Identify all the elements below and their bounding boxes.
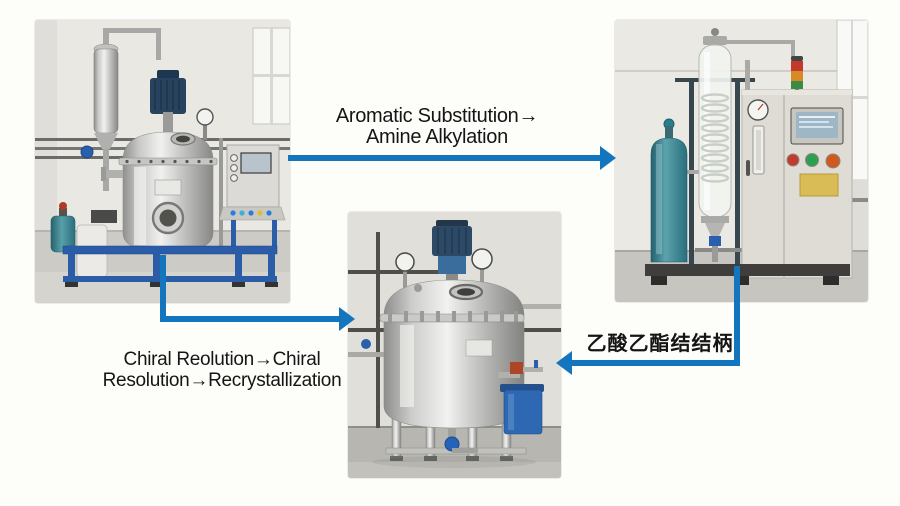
label-chiral-resolution: Chiral Reolution→Chiral Resolution→Recry… xyxy=(92,349,352,391)
arrowhead-left-icon xyxy=(556,351,572,375)
arrow-line xyxy=(734,266,740,366)
label-line-1: 乙酸乙酯结结柄 xyxy=(586,333,734,355)
photo-glass-column-unit xyxy=(615,20,868,302)
blue-valve xyxy=(361,339,371,349)
photo-reactor-skid xyxy=(35,20,290,303)
gas-cylinder xyxy=(650,118,688,263)
label-aromatic-substitution: Aromatic Substitution→ Amine Alkylation xyxy=(272,106,602,148)
nameplate xyxy=(154,179,182,196)
blue-valve xyxy=(80,145,94,159)
label-line-2: Resolution→Recrystallization xyxy=(102,370,342,391)
arrow-line xyxy=(160,255,166,322)
blue-pump-unit xyxy=(500,360,544,435)
orange-button xyxy=(825,153,841,169)
arrow-line xyxy=(288,155,601,161)
overhead-pipe xyxy=(719,40,795,44)
nameplate xyxy=(465,339,493,357)
label-ethyl-acetate: 乙酸乙酯结结柄 xyxy=(578,332,742,356)
arrowhead-right-icon xyxy=(339,307,355,331)
blue-skid-frame xyxy=(62,245,278,287)
agitator-motor xyxy=(432,220,472,284)
arrow-line xyxy=(160,316,340,322)
mixing-tank-illustration xyxy=(348,212,561,478)
arrow-line xyxy=(572,360,740,366)
reactor-vessel xyxy=(101,131,223,253)
photo-mixing-tank xyxy=(348,212,561,478)
glass-coil-column xyxy=(698,28,732,262)
label-line-2: Amine Alkylation xyxy=(366,126,508,148)
pressure-gauge xyxy=(196,108,214,126)
yellow-plate xyxy=(799,173,839,197)
panel-screen xyxy=(240,152,272,174)
arrowhead-right-icon xyxy=(600,146,616,170)
red-button xyxy=(786,153,800,167)
control-cabinet xyxy=(741,89,853,279)
control-cabinet xyxy=(218,144,286,248)
pressure-gauge-left xyxy=(395,252,415,272)
pressure-gauge-right xyxy=(471,248,493,270)
base-frame xyxy=(645,264,850,285)
glass-column-illustration xyxy=(615,20,868,302)
tank-vessel xyxy=(379,279,525,453)
agitator-motor xyxy=(150,70,186,134)
label-line-1: Chiral Reolution→Chiral xyxy=(123,349,321,370)
label-line-1: Aromatic Substitution→ xyxy=(335,105,539,127)
green-button xyxy=(805,153,819,167)
